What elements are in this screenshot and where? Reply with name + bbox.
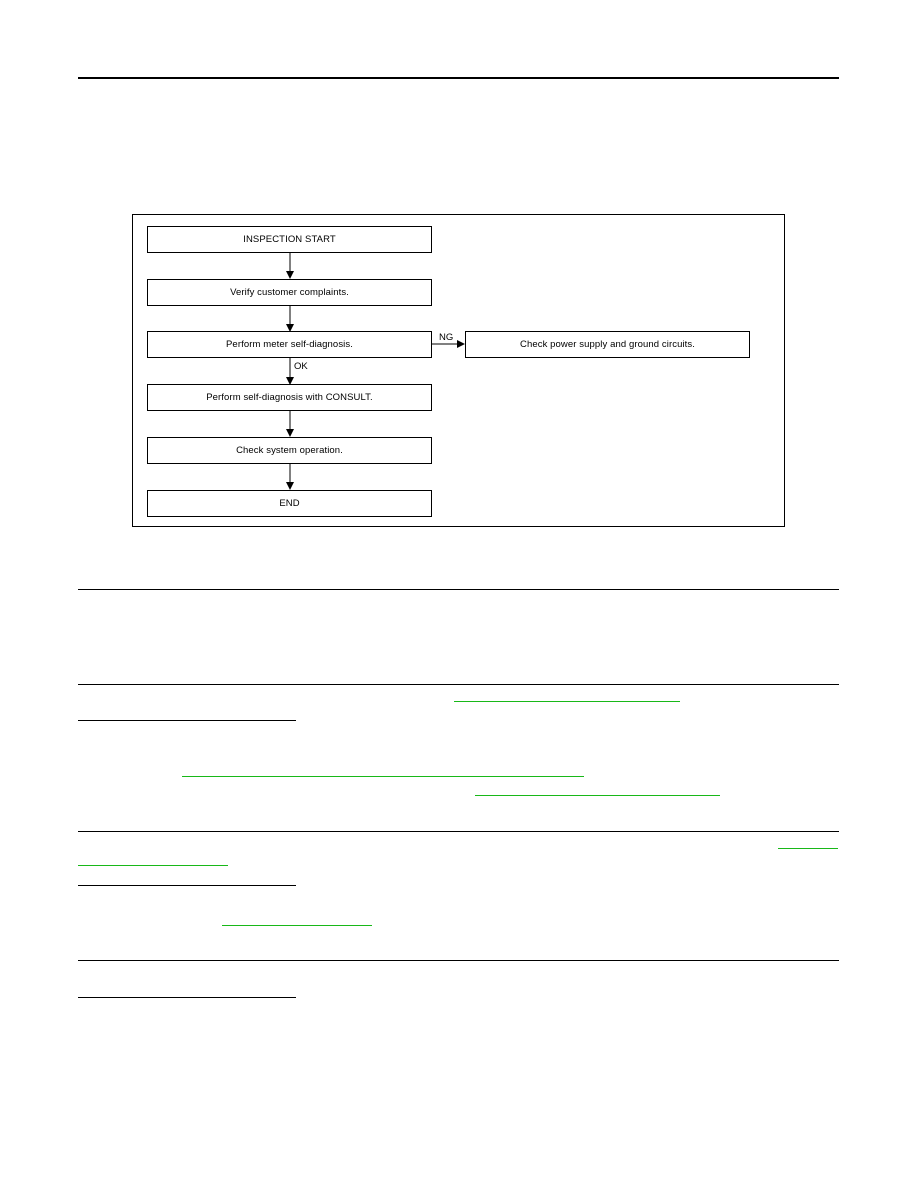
reference-link[interactable]	[182, 776, 584, 777]
ok-branch-label: OK	[294, 361, 308, 372]
step-verify-complaints: Verify customer complaints.	[147, 279, 432, 306]
reference-link[interactable]	[778, 848, 838, 849]
step-inspection-start: INSPECTION START	[147, 226, 432, 253]
section-rule-3	[78, 831, 839, 832]
step-consult-self-diagnosis: Perform self-diagnosis with CONSULT.	[147, 384, 432, 411]
subsection-rule-1	[78, 720, 296, 721]
subsection-rule-2	[78, 885, 296, 886]
step-check-power-ground: Check power supply and ground circuits.	[465, 331, 750, 358]
header-rule	[78, 77, 839, 79]
section-rule-4	[78, 960, 839, 961]
step-check-system-operation: Check system operation.	[147, 437, 432, 464]
step-consult-self-diagnosis-label: Perform self-diagnosis with CONSULT.	[206, 392, 373, 403]
flow-connectors	[286, 253, 465, 490]
step-verify-complaints-label: Verify customer complaints.	[230, 287, 349, 298]
step-meter-self-diagnosis-label: Perform meter self-diagnosis.	[226, 339, 353, 350]
section-rule-1	[78, 589, 839, 590]
step-check-system-operation-label: Check system operation.	[236, 445, 343, 456]
reference-link[interactable]	[475, 795, 720, 796]
section-rule-2	[78, 684, 839, 685]
step-inspection-start-label: INSPECTION START	[243, 234, 336, 245]
step-end: END	[147, 490, 432, 517]
work-flow-diagram: INSPECTION START Verify customer complai…	[132, 214, 785, 527]
step-check-power-ground-label: Check power supply and ground circuits.	[520, 339, 695, 350]
step-end-label: END	[279, 498, 300, 509]
ng-branch-label: NG	[439, 332, 454, 343]
reference-link[interactable]	[222, 925, 372, 926]
subsection-rule-3	[78, 997, 296, 998]
step-meter-self-diagnosis: Perform meter self-diagnosis.	[147, 331, 432, 358]
reference-link[interactable]	[454, 701, 680, 702]
reference-link[interactable]	[78, 865, 228, 866]
